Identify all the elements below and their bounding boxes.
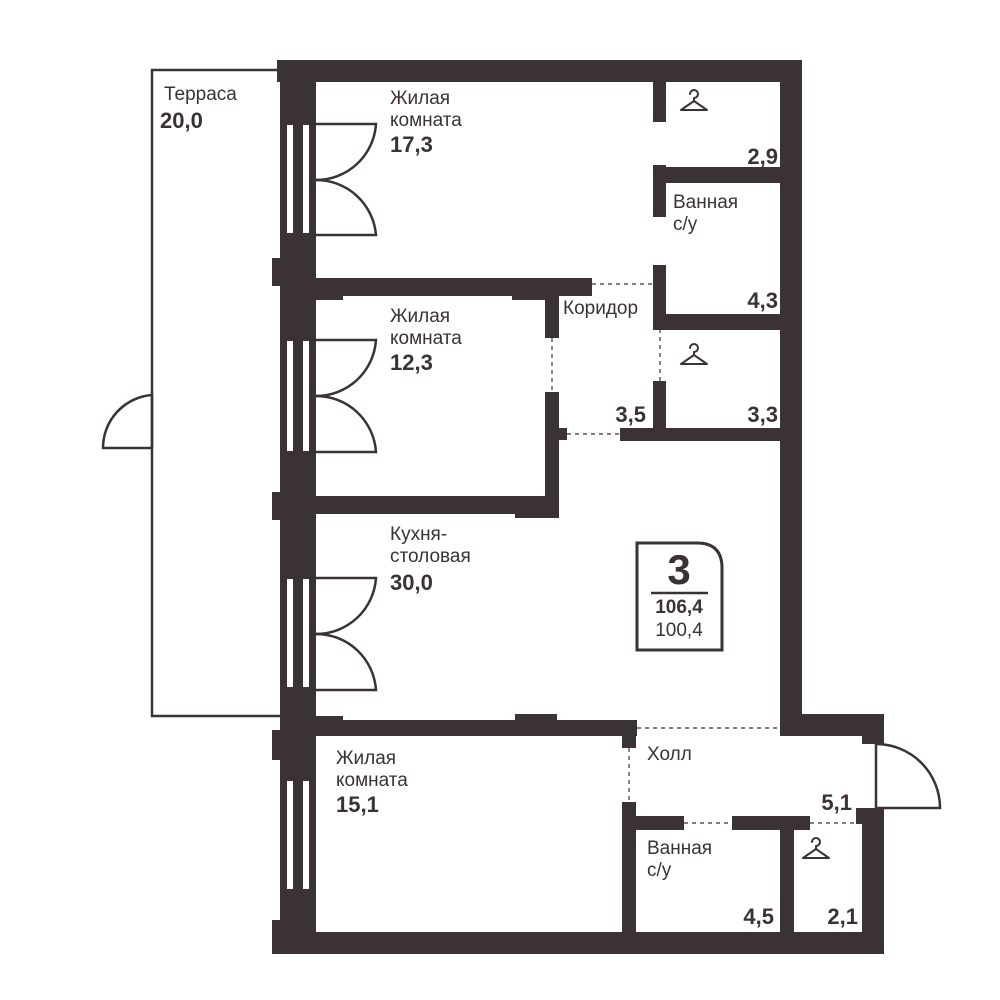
bedroom2-area: 12,3 [390,350,433,375]
total-area: 106,4 [655,597,703,618]
kitchen-label-line2: столовая [390,546,471,567]
door-swing-icon [315,576,378,692]
door-swing-icon [874,742,942,810]
bedroom3-label-line1: Жилая [336,748,396,769]
hanger-icon [802,837,830,859]
terrace-area: 20,0 [160,108,203,133]
hanger-icon [680,343,708,365]
door-swing-icon [101,393,154,450]
hanger-icon [680,89,708,111]
closet1-area: 2,9 [747,144,778,169]
openings [551,283,856,824]
corridor-label: Коридор [563,298,638,319]
bedroom1-label-line2: комната [390,110,462,131]
hall-label: Холл [647,744,692,765]
door-swing-icon [315,338,378,454]
window-icon [285,577,311,689]
rooms-count: 3 [667,546,690,593]
corridor-area: 3,5 [615,402,646,427]
window-icon [285,123,311,235]
door-swing-icon [315,122,378,237]
bedroom1-area: 17,3 [390,132,433,157]
living-area: 100,4 [655,620,703,641]
window-icon [285,779,311,891]
bathroom2-area: 4,5 [743,904,774,929]
bedroom1-label-line1: Жилая [390,88,450,109]
window-icon [285,339,311,453]
apartment-summary-badge: 3 106,4 100,4 [635,541,724,652]
closet3-area: 2,1 [827,904,858,929]
kitchen-area: 30,0 [390,570,433,595]
terrace-outline [150,68,280,718]
bathroom2-label-line2: с/у [647,860,672,881]
bathroom1-area: 4,3 [747,288,778,313]
bedroom2-label-line1: Жилая [390,306,450,327]
bathroom1-label-line1: Ванная [673,192,738,213]
bedroom2-label-line2: комната [390,328,462,349]
hall-area: 5,1 [821,790,852,815]
terrace-label: Терраса [164,84,237,105]
kitchen-label-line1: Кухня- [390,524,447,545]
bathroom2-label-line1: Ванная [647,838,712,859]
bedroom3-area: 15,1 [336,792,379,817]
walls [272,60,884,954]
bedroom3-label-line2: комната [336,770,408,791]
closet2-area: 3,3 [747,402,778,427]
bathroom1-label-line2: с/у [673,214,698,235]
